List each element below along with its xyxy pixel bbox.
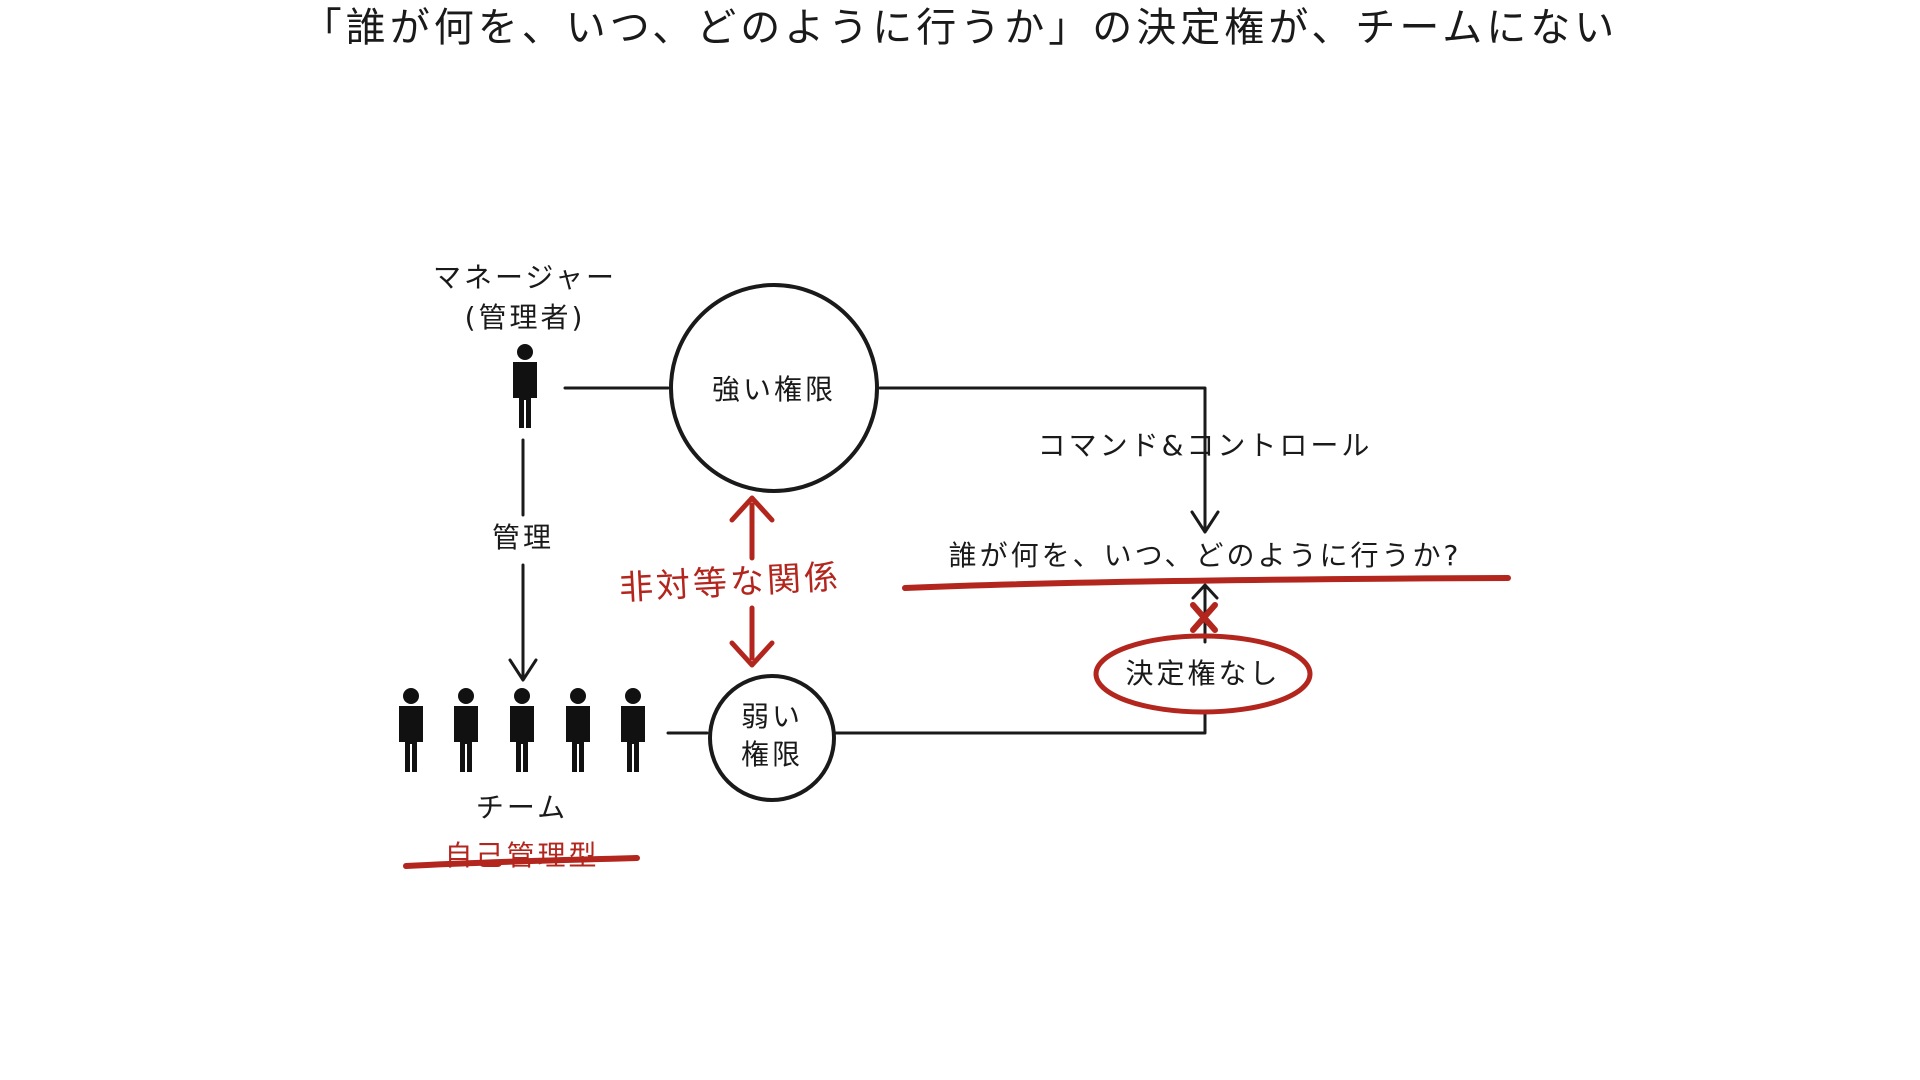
management-label: 管理: [491, 521, 554, 554]
team-member-icon: [510, 688, 534, 772]
management-arrow-head: [508, 658, 538, 682]
manager-role-label: マネージャー: [432, 261, 618, 294]
weak-authority-label: 弱い権限: [740, 700, 803, 771]
command-control-label: コマンド&コントロール: [1037, 429, 1373, 462]
weak-authority-circle: [708, 674, 836, 802]
manager-role-sub-label: (管理者): [464, 301, 586, 334]
team-members: [399, 688, 645, 772]
team-struck-label: 自己管理型: [444, 839, 600, 872]
manager-person-icon: [513, 344, 537, 428]
question-strike-line: [902, 575, 1511, 591]
decision-arrow-head: [1191, 583, 1219, 600]
strong-authority-label: 強い権限: [711, 373, 836, 406]
strong-to-command-line: [878, 386, 1207, 532]
blocked-x-mark: [1190, 602, 1218, 633]
command-arrow-head: [1190, 510, 1220, 534]
team-member-icon: [454, 688, 478, 772]
asymmetric-arrow-head-down: [729, 640, 775, 668]
team-label: チーム: [475, 791, 569, 824]
no-decision-label: 決定権なし: [1125, 657, 1281, 690]
no-decision-ellipse: [1093, 633, 1313, 715]
self-managed-strike-line: [403, 855, 640, 869]
strong-authority-circle: [669, 283, 879, 493]
asymmetric-arrow-head-up: [729, 495, 775, 523]
team-member-icon: [399, 688, 423, 772]
weak-to-decision-line: [834, 710, 1207, 735]
team-member-icon: [621, 688, 645, 772]
slide-title: 「誰が何を、いつ、どのように行うか」の決定権が、チームにない: [301, 5, 1619, 51]
question-label: 誰が何を、いつ、どのように行うか?: [948, 539, 1462, 572]
team-member-icon: [566, 688, 590, 772]
